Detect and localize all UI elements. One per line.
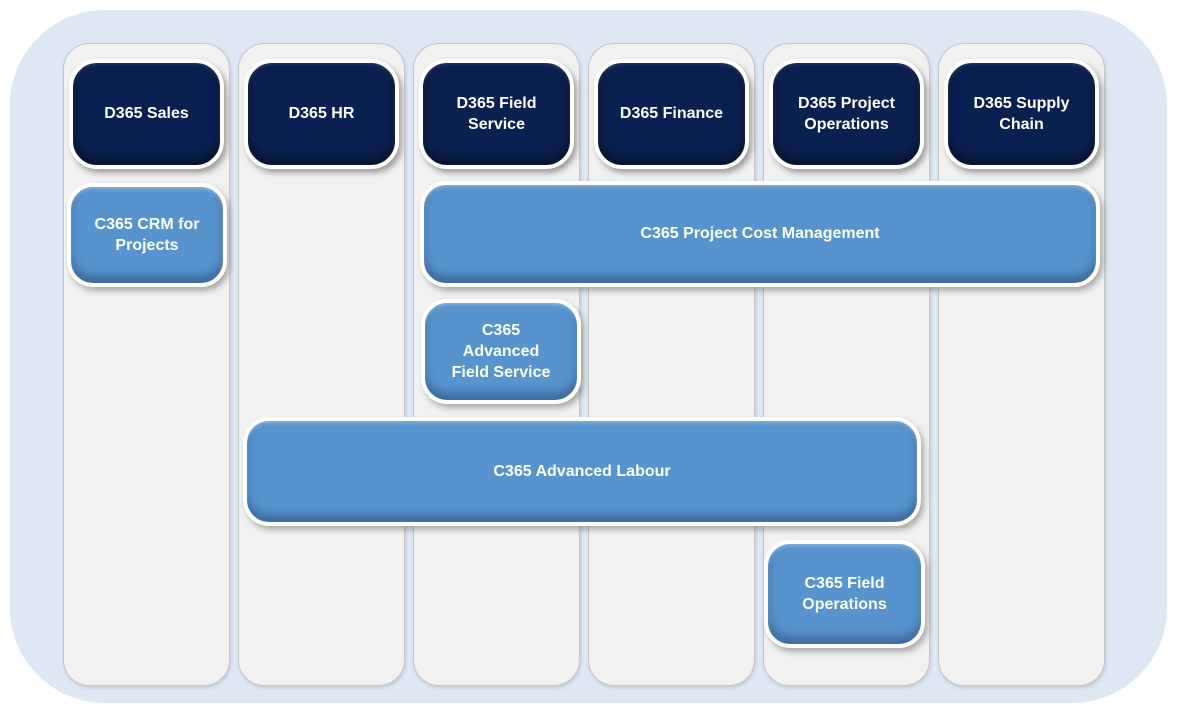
addon-box-advanced-field-service: C365 Advanced Field Service xyxy=(421,299,581,404)
product-box-finance: D365 Finance xyxy=(594,59,749,169)
product-box-sales: D365 Sales xyxy=(69,59,224,169)
product-box-supply-chain: D365 Supply Chain xyxy=(944,59,1099,169)
product-box-project-operations: D365 Project Operations xyxy=(769,59,924,169)
addon-box-field-operations: C365 Field Operations xyxy=(764,540,925,648)
addon-box-crm-for-projects: C365 CRM for Projects xyxy=(67,183,227,287)
product-box-hr: D365 HR xyxy=(244,59,399,169)
addon-box-project-cost-management: C365 Project Cost Management xyxy=(420,181,1100,287)
diagram-container: D365 Sales D365 HR D365 Field Service D3… xyxy=(10,10,1167,703)
product-box-field-service: D365 Field Service xyxy=(419,59,574,169)
addon-box-advanced-labour: C365 Advanced Labour xyxy=(243,417,921,526)
